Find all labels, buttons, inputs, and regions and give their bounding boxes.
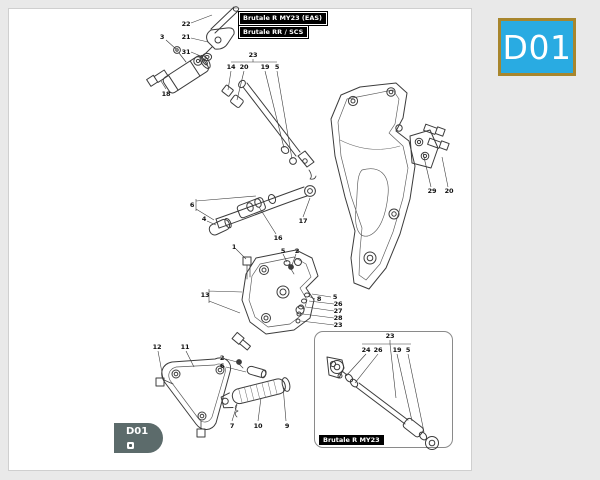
- part-number-5-9: 5: [274, 62, 280, 71]
- mount-bolt: [146, 69, 169, 87]
- part-number-23-33: 23: [385, 331, 395, 340]
- part-number-31-3: 31: [181, 47, 191, 56]
- part-number-5-37: 5: [405, 345, 411, 354]
- part-number-17-12: 17: [298, 216, 308, 225]
- part-number-29-28: 29: [427, 186, 437, 195]
- leader-lines: [157, 14, 449, 433]
- part-number-6-10: 6: [189, 200, 195, 209]
- part-number-27-21: 27: [333, 306, 343, 315]
- part-number-18-4: 18: [161, 89, 171, 98]
- part-number-19-8: 19: [260, 62, 270, 71]
- tie-rod-inset-art: [330, 360, 439, 450]
- part-number-4-11: 4: [201, 214, 207, 223]
- footpeg: [220, 377, 291, 418]
- part-number-23-5: 23: [248, 50, 258, 59]
- part-number-26-35: 26: [373, 345, 383, 354]
- part-number-16-13: 16: [273, 233, 283, 242]
- part-number-19-36: 19: [392, 345, 402, 354]
- pushrod-assembly: [221, 79, 317, 180]
- part-number-23-23: 23: [333, 320, 343, 329]
- part-number-14-6: 14: [226, 62, 236, 71]
- part-number-7-30: 7: [229, 421, 235, 430]
- part-number-1-14: 1: [231, 242, 237, 251]
- part-number-12-24: 12: [152, 342, 162, 351]
- frame-plate: [330, 82, 416, 290]
- part-number-6-27: 6: [219, 361, 225, 370]
- part-number-13-17: 13: [200, 290, 210, 299]
- section-badge-header[interactable]: D01: [498, 18, 576, 76]
- part-number-24-34: 24: [361, 345, 371, 354]
- header-badge-text: D01: [502, 27, 572, 67]
- part-number-20-29: 20: [444, 186, 454, 195]
- part-number-22-0: 22: [181, 19, 191, 28]
- part-number-26-20: 26: [333, 299, 343, 308]
- footer-badge-text: D01: [126, 426, 149, 437]
- master-cylinder-assembly: [146, 6, 240, 94]
- part-number-10-31: 10: [253, 421, 263, 430]
- model-callout-line2: Brutale RR / SCS: [237, 24, 310, 39]
- variant-inset-box: Brutale R MY23: [314, 331, 453, 448]
- part-number-2-26: 2: [219, 353, 225, 362]
- model-callout-line1: Brutale R MY23 (EAS): [237, 11, 329, 26]
- section-badge-footer[interactable]: D01: [114, 423, 163, 453]
- rear-bracket: [409, 123, 450, 169]
- page-marker-icon: [127, 442, 134, 449]
- part-number-9-32: 9: [284, 421, 290, 430]
- part-number-28-22: 28: [333, 313, 343, 322]
- inset-model-callout: Brutale R MY23: [319, 434, 384, 445]
- model-callout-group: Brutale R MY23 (EAS) Brutale RR / SCS: [237, 11, 329, 39]
- part-number-20-7: 20: [239, 62, 249, 71]
- lever-assembly: [208, 185, 316, 236]
- part-number-8-18: 8: [316, 294, 322, 303]
- part-number-2-16: 2: [294, 246, 300, 255]
- part-number-21-2: 21: [181, 32, 191, 41]
- part-number-11-25: 11: [180, 342, 190, 351]
- part-number-5-15: 5: [280, 246, 286, 255]
- part-number-3-1: 3: [159, 32, 165, 41]
- part-number-5-19: 5: [332, 292, 338, 301]
